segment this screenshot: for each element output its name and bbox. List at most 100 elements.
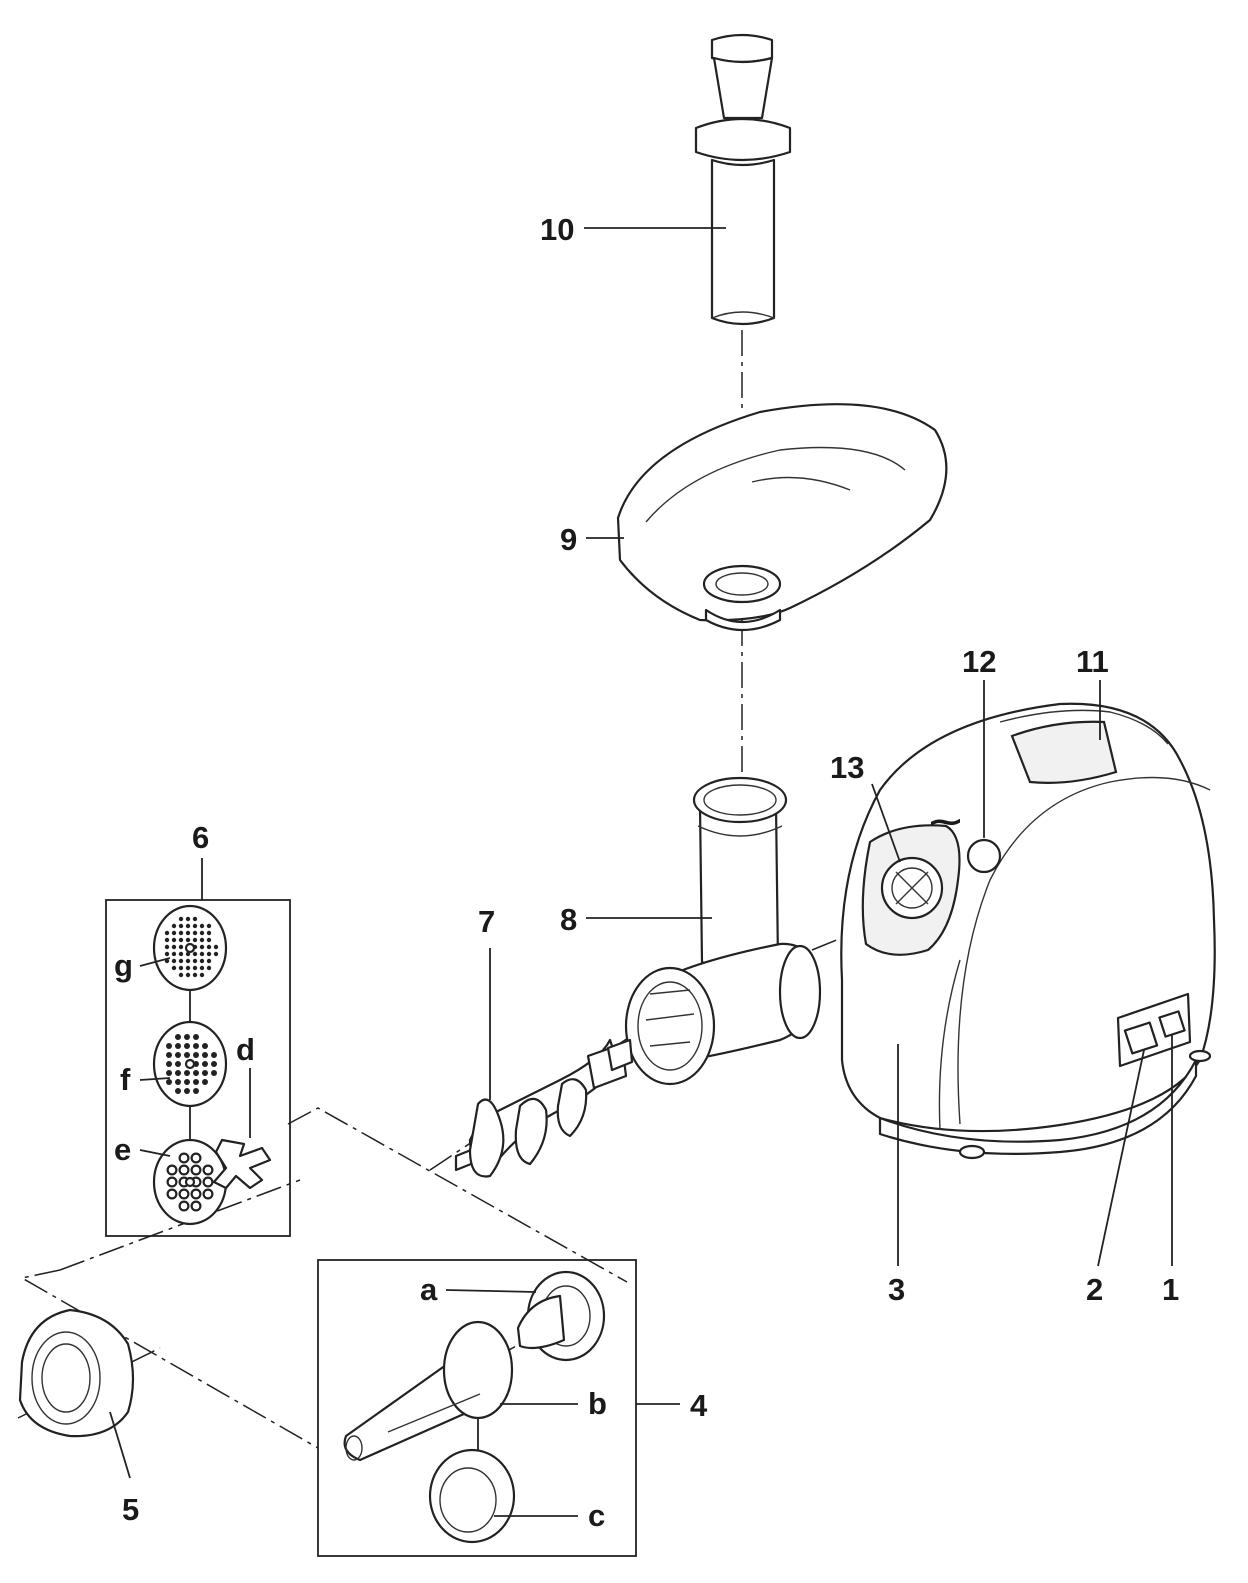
label-6: 6 [192,820,209,855]
plate-hole [206,930,212,936]
label-7: 7 [478,904,495,939]
plate-hole [199,930,205,936]
plate-hole [171,930,177,936]
reverse-symbol: ⁓ [930,804,961,839]
label-2: 2 [1086,1272,1103,1307]
plate-hole [164,951,170,957]
plate-hole [184,1052,190,1058]
plate-hole [199,923,205,929]
plate-hole [192,937,198,943]
plate-hole [178,1188,190,1200]
plate-hole [175,1043,181,1049]
plate-hole [199,937,205,943]
plate-hole [206,944,212,950]
plate-hole [199,944,205,950]
plate-hole [171,958,177,964]
ring-nut [18,1308,135,1438]
plate-hole [206,951,212,957]
plate-hole [206,965,212,971]
label-1: 1 [1162,1272,1179,1307]
plate-hole [190,1152,202,1164]
label-f: f [120,1062,131,1097]
leader-a [445,1289,537,1293]
plate-hole [185,958,191,964]
plate-hole [166,1052,172,1058]
plate-hole [185,923,191,929]
plate-hole [175,1061,181,1067]
plate-hole [178,1152,190,1164]
label-4: 4 [690,1388,708,1423]
release-button [966,838,1002,874]
plate-hole [171,937,177,943]
plate-hole [171,944,177,950]
plate-hole [178,965,184,971]
plate-hole [175,1034,181,1040]
food-tray [616,403,948,631]
auger [454,1038,634,1178]
label-3: 3 [888,1272,905,1307]
plate-hole [164,944,170,950]
plate-hole [171,923,177,929]
plate-hole [166,1176,178,1188]
plate-hole [206,937,212,943]
plate-hole [178,1200,190,1212]
head-release-knob [880,856,944,920]
plate-hole [185,965,191,971]
plate-hole [202,1188,214,1200]
leader-5 [109,1411,131,1479]
plate-hole [178,1164,190,1176]
leader-lines [109,227,1173,1517]
plate-center-hole [184,1176,196,1188]
plate-hole [202,1176,214,1188]
plate-hole [175,1079,181,1085]
plate-center-hole [184,942,196,954]
plate-hole [202,1070,208,1076]
plate-hole [184,1043,190,1049]
cutting-blade [212,1138,272,1190]
plate-hole [192,972,198,978]
plate-hole [166,1070,172,1076]
plate-hole [175,1052,181,1058]
plate-hole [202,1052,208,1058]
label-c: c [588,1498,605,1533]
plate-hole [190,1200,202,1212]
plate-hole [211,1061,217,1067]
sausage-spacer [516,1270,606,1362]
plate-hole [192,951,198,957]
sausage-nozzle [343,1320,514,1462]
plate-hole [178,951,184,957]
plate-hole [206,958,212,964]
plate-hole [199,965,205,971]
plate-hole [178,944,184,950]
label-5: 5 [122,1492,139,1527]
plate-hole [164,937,170,943]
plate-hole [199,951,205,957]
plate-hole [175,1088,181,1094]
plate-hole [213,951,219,957]
plate-hole [184,1088,190,1094]
sausage-group-box [317,1259,637,1557]
leader-e [139,1149,171,1157]
plate-hole [211,1070,217,1076]
label-d: d [236,1032,255,1067]
plate-hole [178,916,184,922]
plate-hole [171,951,177,957]
plate-hole [166,1061,172,1067]
plate-hole [202,1164,214,1176]
plate-hole [199,958,205,964]
label-9: 9 [560,522,577,557]
plate-hole [184,1034,190,1040]
plate-hole [206,923,212,929]
plate-hole [185,916,191,922]
plate-hole [193,1088,199,1094]
plate-hole [164,930,170,936]
plate-hole [193,1070,199,1076]
plate-hole [202,1061,208,1067]
grinder-head [624,776,822,1086]
plate-hole [185,972,191,978]
plate-hole [166,1043,172,1049]
plate-hole [178,958,184,964]
plate-hole [185,930,191,936]
label-10: 10 [540,212,574,247]
